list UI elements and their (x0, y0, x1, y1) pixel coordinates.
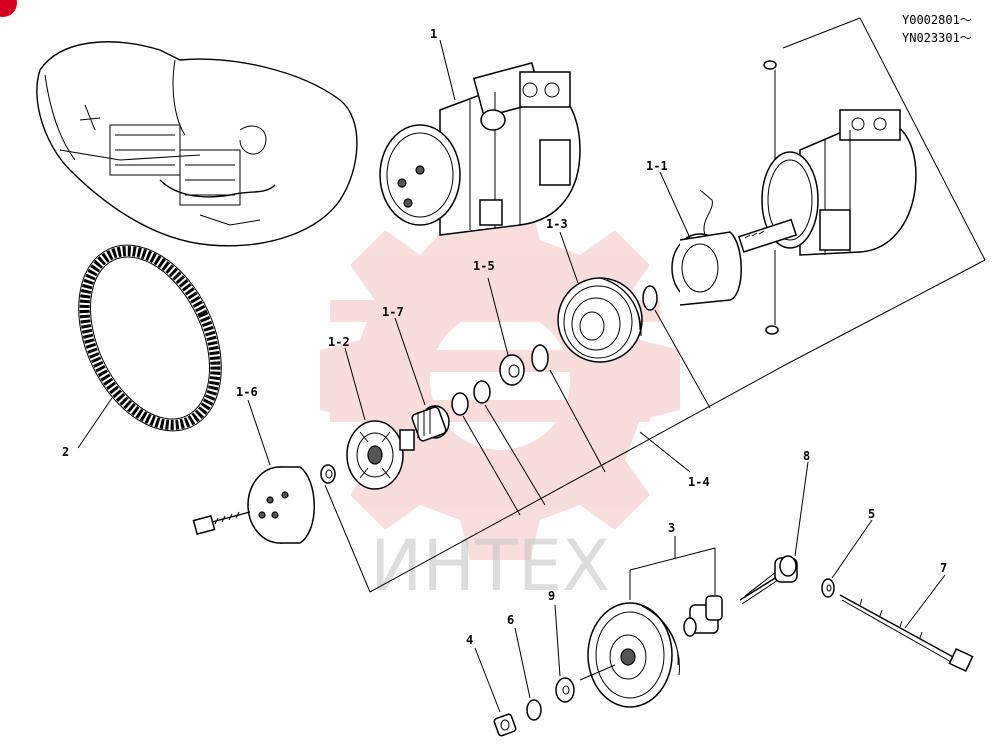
key-top (763, 60, 777, 70)
leader-shim-b (462, 415, 521, 516)
engine-outline (36, 41, 358, 247)
axis-line (579, 664, 616, 681)
label-1: 1 (430, 27, 437, 41)
belt (78, 244, 222, 432)
snap-ring-1-4 (642, 285, 658, 311)
compressor-exploded (737, 109, 917, 256)
label-5: 5 (868, 507, 875, 521)
washer-1-5 (499, 354, 525, 386)
leader-1-4a (654, 309, 711, 409)
idler-pulley-3 (587, 602, 680, 708)
shim-b (451, 392, 469, 416)
long-bolt-7 (839, 594, 974, 673)
armature-plate-1-2 (346, 420, 415, 490)
shim-a (473, 380, 491, 404)
leader-4 (474, 647, 501, 713)
label-1-7: 1-7 (382, 305, 404, 319)
leader-7 (904, 574, 946, 629)
leader-1-5 (487, 277, 509, 356)
lock-washer-6 (526, 699, 542, 721)
bracket-3 (629, 547, 716, 600)
serial-number-1: Y0002801～ (902, 13, 972, 27)
label-8: 8 (803, 449, 810, 463)
pulley-cover-1-6 (247, 466, 315, 544)
label-1-3: 1-3 (546, 217, 568, 231)
leader-1-1 (659, 171, 691, 239)
label-1-4: 1-4 (688, 475, 710, 489)
watermark-text: ИНТЕХ (370, 525, 610, 607)
group-1-bracket (324, 17, 986, 593)
pulley-1-3 (557, 277, 643, 363)
leader-6 (514, 627, 531, 699)
snap-ring-1-5 (531, 344, 549, 372)
washer-9 (555, 677, 575, 703)
leader-9 (554, 604, 561, 677)
nut-small (320, 464, 336, 484)
leader-1-6 (247, 399, 271, 466)
leader-1-3 (559, 231, 579, 284)
leader-1 (439, 39, 456, 101)
label-7: 7 (940, 561, 947, 575)
key-bottom (765, 325, 779, 335)
label-6: 6 (507, 613, 514, 627)
stud-bolt-8 (739, 555, 798, 605)
leader-1-4b (549, 369, 606, 473)
label-1-5: 1-5 (473, 259, 495, 273)
leader-1-4c (639, 431, 691, 473)
corner-badge (0, 0, 17, 17)
label-1-2: 1-2 (328, 335, 350, 349)
leader-2 (77, 397, 113, 449)
leader-5 (831, 519, 873, 579)
leader-shim-a (484, 404, 546, 506)
bearing-3 (683, 595, 723, 637)
serial-number-2: YN023301～ (902, 31, 972, 45)
leader-1-7 (394, 317, 426, 406)
field-coil (671, 189, 742, 306)
spacer-1-7 (411, 405, 450, 442)
label-1-1: 1-1 (646, 159, 668, 173)
label-9: 9 (548, 589, 555, 603)
label-2: 2 (62, 445, 69, 459)
nut-4 (493, 713, 517, 737)
label-3: 3 (668, 521, 675, 535)
washer-5 (821, 578, 835, 598)
leader-1-2 (344, 347, 366, 421)
watermark-logo-icon (320, 200, 680, 560)
label-4: 4 (466, 633, 473, 647)
compressor-assembly (379, 61, 581, 236)
leader-8 (794, 461, 809, 557)
label-1-6: 1-6 (236, 385, 258, 399)
bolt-1-6 (192, 511, 251, 536)
